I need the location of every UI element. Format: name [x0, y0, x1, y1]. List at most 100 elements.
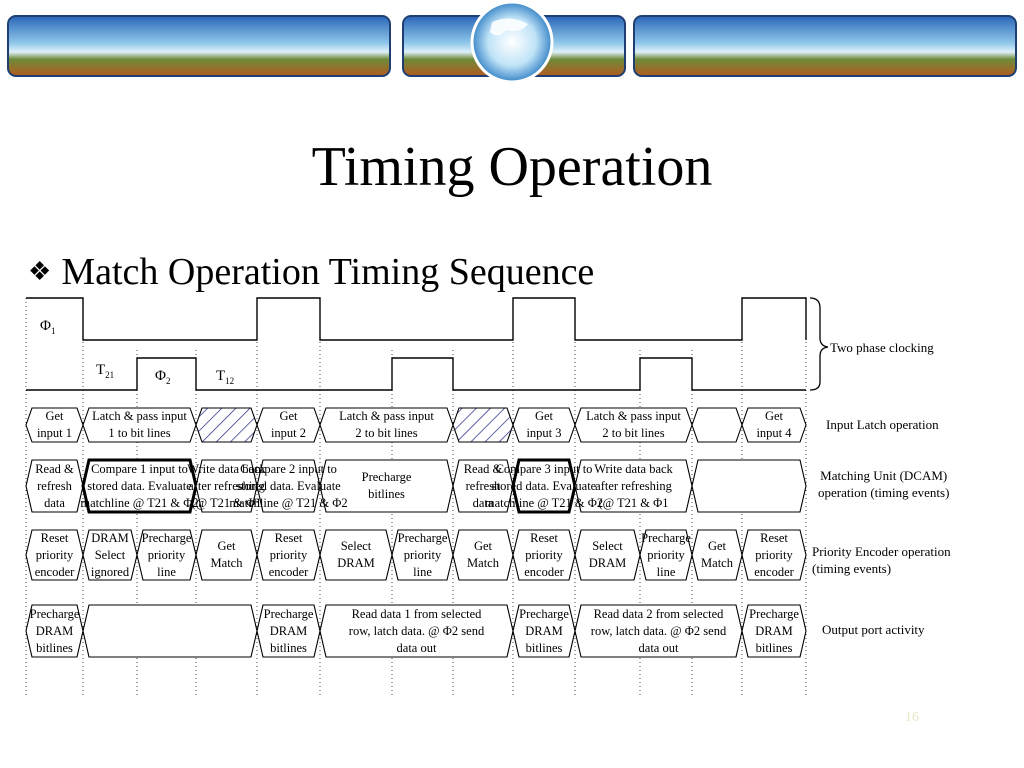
bullet-text: Match Operation Timing Sequence: [61, 251, 595, 293]
row-label-clocking: Two phase clocking: [830, 340, 934, 355]
row-label-input-latch: Input Latch operation: [826, 417, 939, 432]
globe-icon: [470, 0, 554, 84]
block-line: Read &: [35, 461, 74, 476]
bullet-row: ❖ Match Operation Timing Sequence: [28, 248, 594, 296]
block-line: Write data back: [187, 461, 266, 476]
input-latch-block-3: [195, 407, 258, 443]
block-line: stored data. Evaluate: [491, 478, 597, 493]
block-line: Get: [764, 409, 784, 423]
block-line: DRAM: [91, 530, 129, 545]
input-latch-block-text-7: Get input 3: [513, 408, 575, 442]
block-line: encoder: [268, 564, 309, 579]
block-line: priority: [35, 547, 74, 562]
block-line: bitlines: [755, 640, 793, 655]
block-line: row, latch data. @ Φ2 send: [590, 623, 727, 638]
block-line: 1 to bit lines: [108, 426, 171, 440]
block-line: Get: [534, 409, 554, 423]
block-line: priority: [525, 547, 563, 562]
t21-label: T21: [96, 362, 115, 380]
input-latch-block-text-8: Latch & pass input 2 to bit lines: [575, 408, 692, 442]
block-line: Reset: [760, 530, 788, 545]
row-label-matching-unit-line-1: Matching Unit (DCAM): [820, 468, 948, 483]
row-label-priority-encoder-line-1: Priority Encoder operation: [812, 544, 951, 559]
page-number: 16: [905, 710, 919, 725]
block-line: data: [44, 495, 65, 510]
row-shapes: [25, 407, 807, 658]
block-line: Match: [701, 556, 733, 570]
t12-label: T12: [216, 368, 235, 386]
block-line: Get: [707, 539, 727, 553]
clocking-brace: [809, 297, 829, 391]
block-line: matchline @ T21 & Φ2: [484, 495, 604, 510]
input-latch-block-9: [691, 407, 743, 443]
block-line: Latch & pass input: [92, 409, 187, 423]
block-line: 2 to bit lines: [355, 426, 418, 440]
block-line: Read &: [463, 461, 503, 476]
input-latch-block-text-2: Latch & pass input 1 to bit lines: [83, 408, 196, 442]
output-port-block-7: [741, 604, 807, 658]
block-line: DRAM: [337, 556, 375, 570]
block-line: stored data. Evaluate: [236, 478, 341, 493]
block-line: encoder: [34, 564, 75, 579]
block-line: Select: [94, 547, 126, 562]
phi2-waveform: [26, 357, 806, 391]
block-line: Read data 2 from selected: [593, 606, 724, 621]
block-line: priority: [647, 547, 685, 562]
block-line: Precharge: [397, 530, 448, 545]
block-line: after refreshing: [595, 478, 672, 493]
block-line: Precharge: [29, 606, 80, 621]
block-line: input 1: [36, 426, 73, 440]
block-line: Get: [217, 539, 236, 553]
block-line: line: [656, 564, 676, 579]
block-line: Match: [467, 556, 499, 570]
header-banner: [7, 0, 1017, 84]
block-line: refresh: [465, 478, 501, 493]
block-line: Select: [340, 539, 372, 553]
timing-diagram-svg: [25, 297, 829, 695]
block-line: Write data back: [594, 461, 673, 476]
block-line: (@ T21 & Φ1: [598, 495, 669, 510]
block-line: after refreshing: [188, 478, 265, 493]
block-line: input 4: [756, 426, 792, 440]
matching-unit-block-text-7: Compare 3 input to stored data. Evaluate m…: [485, 460, 603, 512]
block-line: row, latch data. @ Φ2 send: [348, 623, 485, 638]
block-line: Precharge: [141, 530, 192, 545]
block-line: Precharge: [519, 606, 569, 621]
block-line: line: [413, 564, 432, 579]
block-line: Latch & pass input: [586, 409, 681, 423]
input-latch-block-10: [741, 407, 807, 443]
input-latch-block-text-1: Get input 1: [26, 408, 83, 442]
block-line: priority: [755, 547, 793, 562]
block-line: line: [157, 564, 176, 579]
block-line: 2 to bit lines: [602, 426, 665, 440]
block-line: Reset: [274, 530, 303, 545]
block-line: input 3: [526, 426, 562, 440]
block-line: Precharge: [361, 470, 412, 484]
block-line: Latch & pass input: [339, 409, 434, 423]
banner-right-panel: [633, 15, 1017, 77]
block-line: encoder: [754, 564, 794, 579]
block-line: Compare 3 input to: [495, 461, 593, 476]
block-line: Select: [592, 539, 623, 553]
block-line: Match: [210, 556, 243, 570]
block-line: stored data. Evaluate: [87, 478, 192, 493]
block-line: Get: [45, 409, 64, 423]
phi1-waveform: [26, 297, 807, 341]
